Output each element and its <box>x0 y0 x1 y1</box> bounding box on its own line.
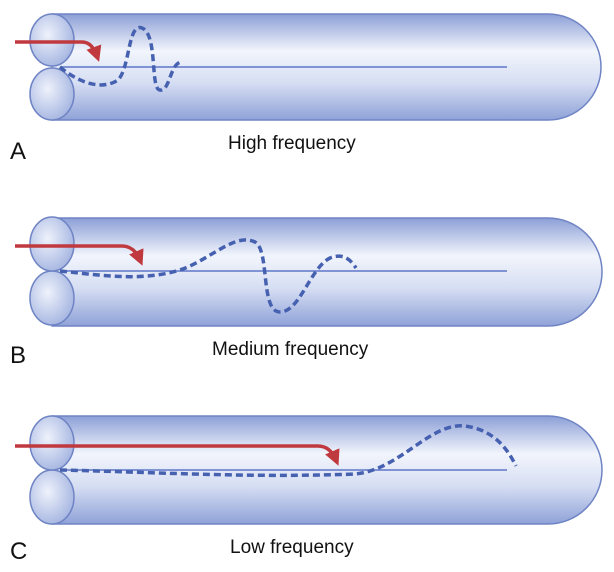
panel-letter-a: A <box>10 138 27 165</box>
panel-letter-b: B <box>10 342 27 369</box>
input-arrow-c <box>15 444 340 466</box>
panel-caption-b: Medium frequency <box>212 339 369 360</box>
panel-c <box>15 415 603 525</box>
tube-end-upper-c <box>29 415 75 471</box>
tube-end-upper-b <box>29 216 75 272</box>
panel-caption-c: Low frequency <box>230 537 354 558</box>
tube-end-lower-c <box>29 469 75 525</box>
panel-letter-c: C <box>10 538 28 565</box>
tube-body-b <box>51 217 603 327</box>
traveling-wave-c <box>59 424 518 478</box>
traveling-wave-b <box>59 238 358 314</box>
input-arrow-b <box>15 244 144 266</box>
panel-b <box>15 216 603 327</box>
panel-caption-a: High frequency <box>228 133 356 154</box>
traveling-wave-a <box>58 26 183 92</box>
tube-end-lower-a <box>29 67 75 121</box>
tube-end-upper-a <box>29 13 75 67</box>
input-arrow-a <box>15 40 102 62</box>
panel-a <box>15 13 602 121</box>
tube-end-lower-b <box>29 270 75 326</box>
